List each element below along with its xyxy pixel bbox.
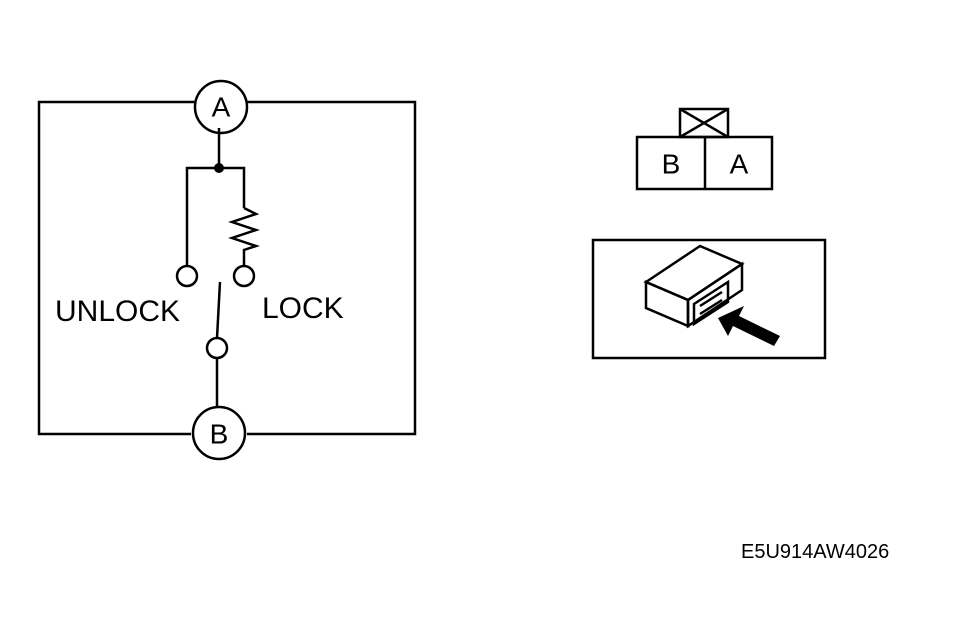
lock-tab-cross bbox=[679, 107, 729, 139]
terminal-b-label: B bbox=[210, 419, 229, 450]
unlock-label: UNLOCK bbox=[55, 295, 180, 328]
switch-circuit: A B UNLOCK LOCK bbox=[37, 79, 417, 461]
wire-lock-branch bbox=[219, 166, 246, 208]
inset-frame bbox=[591, 238, 827, 360]
terminal-a-circle bbox=[193, 79, 249, 135]
socket-detail bbox=[699, 290, 723, 308]
switch-unit-side bbox=[686, 261, 744, 329]
frame-wire bbox=[37, 100, 195, 436]
connector-face: B A bbox=[635, 107, 774, 191]
frame-wire-right bbox=[247, 100, 417, 436]
resistor-symbol bbox=[228, 206, 260, 265]
location-arrow-icon bbox=[718, 306, 780, 346]
socket-detail bbox=[699, 298, 723, 316]
switch-unit-socket bbox=[692, 279, 730, 327]
wire-unlock-branch bbox=[185, 166, 219, 266]
unlock-contact bbox=[175, 264, 199, 288]
switch-arm bbox=[215, 281, 222, 339]
common-contact bbox=[205, 336, 229, 360]
terminal-a-label: A bbox=[212, 92, 231, 123]
component-location-inset bbox=[591, 238, 827, 360]
switch-unit-front bbox=[644, 280, 690, 328]
lock-label: LOCK bbox=[262, 292, 344, 325]
connector-pin-b: B bbox=[662, 149, 681, 180]
lock-contact bbox=[232, 264, 256, 288]
figure-code: E5U914AW4026 bbox=[741, 541, 889, 563]
connector-pin-a: A bbox=[730, 149, 749, 180]
terminal-b-circle bbox=[191, 405, 247, 461]
